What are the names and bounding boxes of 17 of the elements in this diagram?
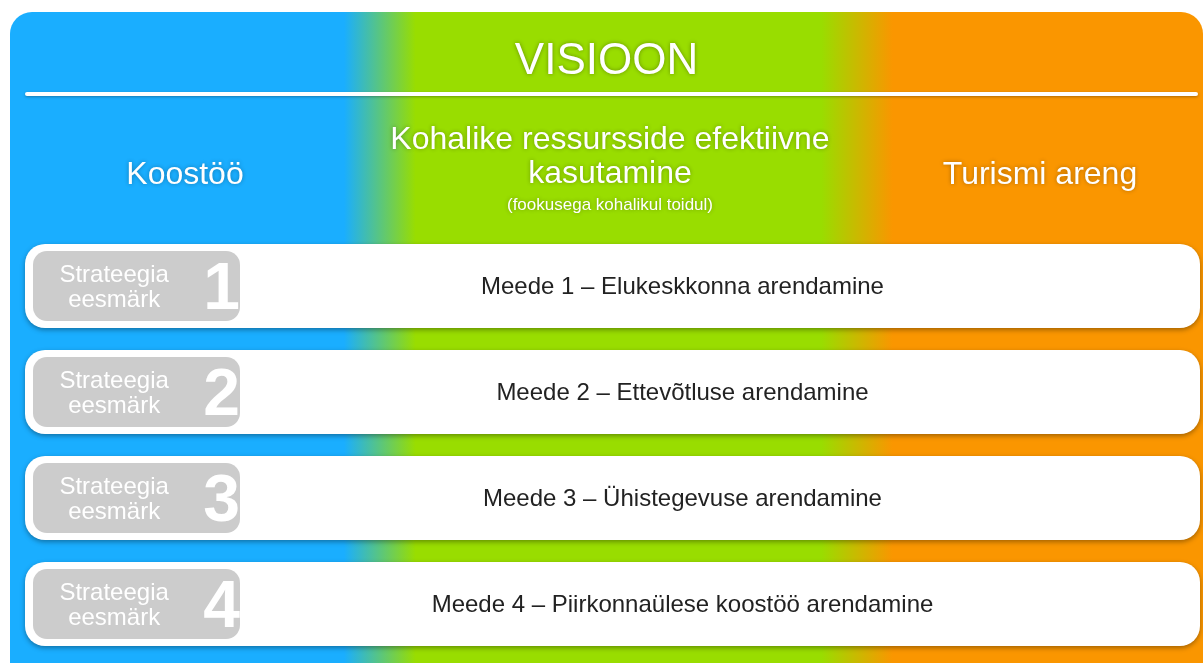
column-heading: Kohalike ressursside efektiivne kasutamine: [390, 122, 830, 190]
measure-label: Meede 3 – Ühistegevuse arendamine: [482, 483, 883, 513]
measure-row: [25, 350, 1200, 434]
column-heading: Turismi areng: [941, 157, 1139, 191]
goal-badge: [33, 357, 240, 427]
measure-row: [25, 562, 1200, 646]
subheading: (fookusega kohalikul toidul): [506, 196, 714, 214]
measure-label: Meede 4 – Piirkonnaülese koostöö arendamine: [430, 589, 935, 619]
measure-row: [25, 244, 1200, 328]
title: VISIOON: [513, 34, 700, 84]
column-heading: Koostöö: [125, 157, 245, 191]
measure-label: Meede 2 – Ettevõtluse arendamine: [495, 377, 870, 407]
goal-badge: [33, 251, 240, 321]
measure-row: [25, 456, 1200, 540]
goal-badge: [33, 569, 240, 639]
measure-label: Meede 1 – Elukeskkonna arendamine: [480, 271, 885, 301]
goal-badge: [33, 463, 240, 533]
